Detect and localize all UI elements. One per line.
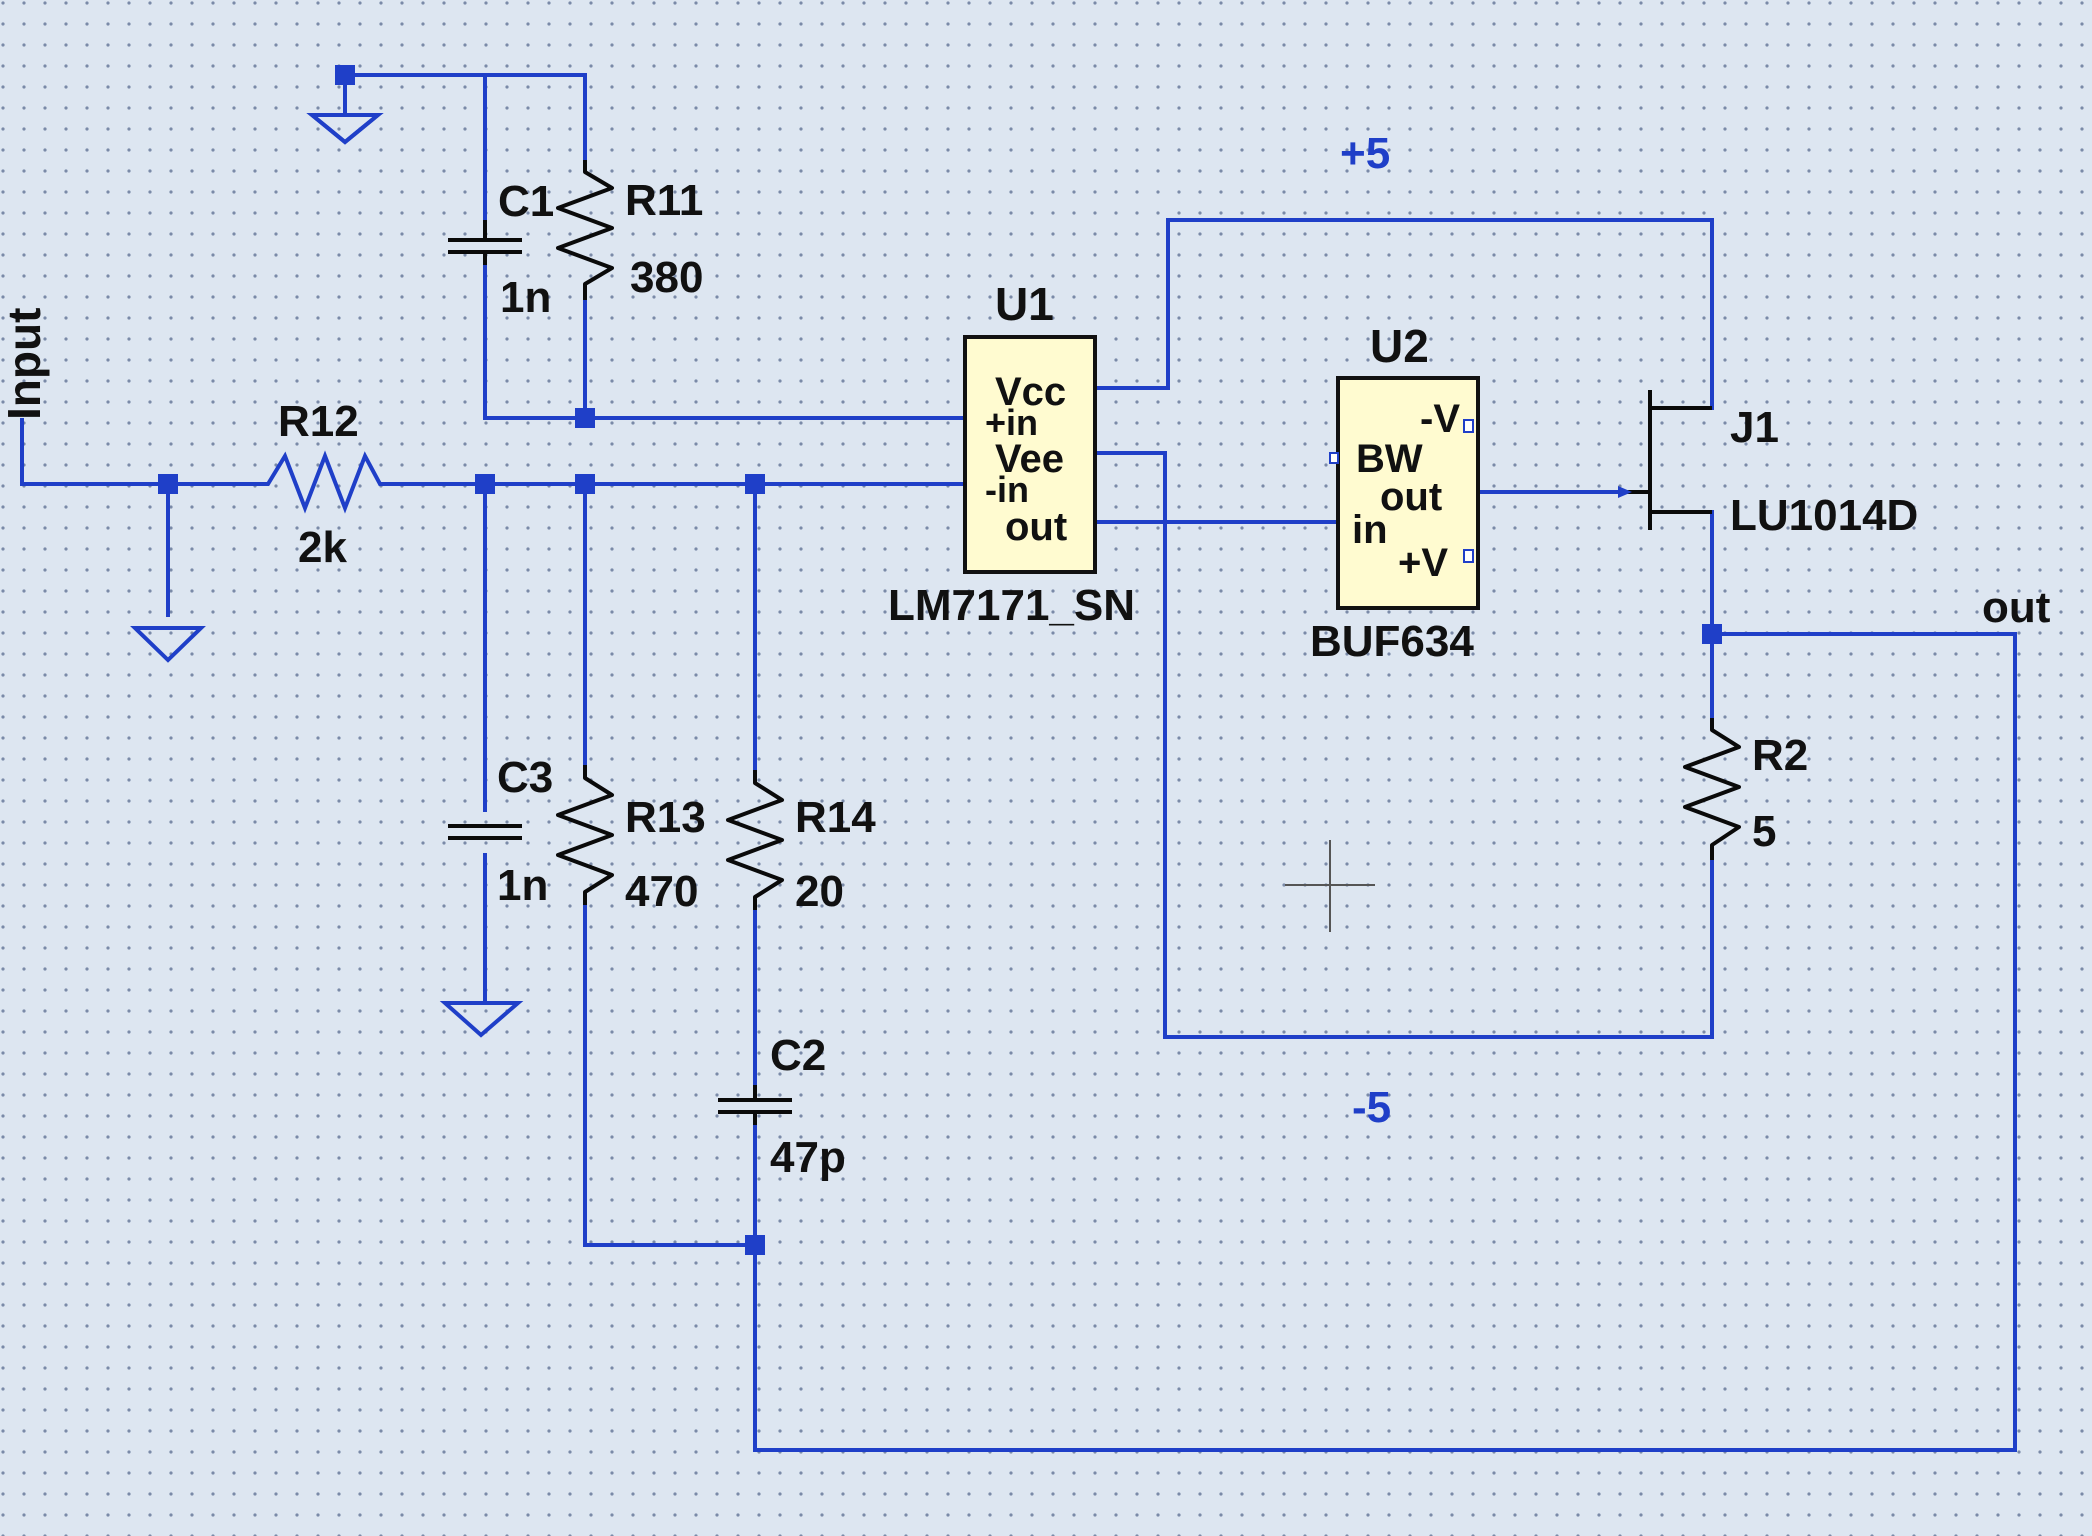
U2-pin-in: in <box>1352 508 1388 552</box>
ground-icon <box>130 626 206 663</box>
U1-pin-inn: -in <box>985 469 1029 510</box>
resistor-R12[interactable]: R12 2k <box>248 397 390 572</box>
buffer-U2[interactable]: U2 BUF634 -V BW out in +V <box>1310 320 1480 666</box>
R11-ref: R11 <box>625 176 703 225</box>
C2-ref: C2 <box>770 1031 826 1080</box>
net-label-input: Input <box>0 308 50 420</box>
U2-vneg-pin <box>1463 419 1474 433</box>
R14-ref: R14 <box>795 793 876 842</box>
ground-icon <box>439 1001 524 1038</box>
U2-vpos-pin <box>1463 549 1474 563</box>
U1-pin-out: out <box>1005 505 1067 549</box>
U1-pin-vcc: Vcc <box>995 370 1066 414</box>
U1-pin-inp: +in <box>985 402 1038 443</box>
J1-part: LU1014D <box>1730 491 1918 540</box>
U1-part: LM7171_SN <box>888 581 1135 630</box>
J1-ref: J1 <box>1730 403 1779 452</box>
resistor-R11[interactable]: R11 380 <box>556 160 703 302</box>
R12-value: 2k <box>298 523 347 572</box>
R11-value: 380 <box>630 253 703 302</box>
opamp-U1[interactable]: U1 LM7171_SN Vcc +in Vee -in out <box>888 278 1135 630</box>
U2-bw-pin <box>1329 452 1339 464</box>
R12-ref: R12 <box>278 397 359 446</box>
capacitor-C3[interactable]: C3 1n <box>448 753 553 910</box>
resistor-R13[interactable]: R13 470 <box>556 765 706 916</box>
net-label-output: out <box>1982 583 2051 632</box>
R2-value: 5 <box>1752 807 1776 856</box>
U2-ref: U2 <box>1370 320 1429 372</box>
U1-pin-vee: Vee <box>995 437 1064 481</box>
U2-pin-vpos: +V <box>1398 541 1448 585</box>
R13-value: 470 <box>625 867 698 916</box>
U1-ref: U1 <box>995 278 1054 330</box>
net-label-negative-rail: -5 <box>1352 1083 1391 1132</box>
U2-pin-out: out <box>1380 475 1442 519</box>
resistor-R2[interactable]: R2 5 <box>1683 718 1808 860</box>
U2-pin-vneg: -V <box>1420 397 1460 441</box>
R14-value: 20 <box>795 867 844 916</box>
U2-part: BUF634 <box>1310 617 1474 666</box>
C1-value: 1n <box>500 273 551 322</box>
capacitor-C1[interactable]: C1 1n <box>448 177 554 322</box>
C3-value: 1n <box>497 861 548 910</box>
C3-ref: C3 <box>497 753 553 802</box>
resistor-R14[interactable]: R14 20 <box>726 770 876 916</box>
U2-pin-bw: BW <box>1356 437 1423 481</box>
C1-ref: C1 <box>498 177 554 226</box>
R13-ref: R13 <box>625 793 706 842</box>
crosshair-cursor-icon <box>1285 840 1375 932</box>
wires <box>20 73 2017 1452</box>
R2-ref: R2 <box>1752 731 1808 780</box>
net-label-positive-rail: +5 <box>1340 129 1390 178</box>
junction-dots <box>158 65 1722 1255</box>
C2-value: 47p <box>770 1133 846 1182</box>
jfet-J1[interactable]: J1 LU1014D <box>1618 390 1918 540</box>
capacitor-C2[interactable]: C2 47p <box>718 1031 846 1182</box>
